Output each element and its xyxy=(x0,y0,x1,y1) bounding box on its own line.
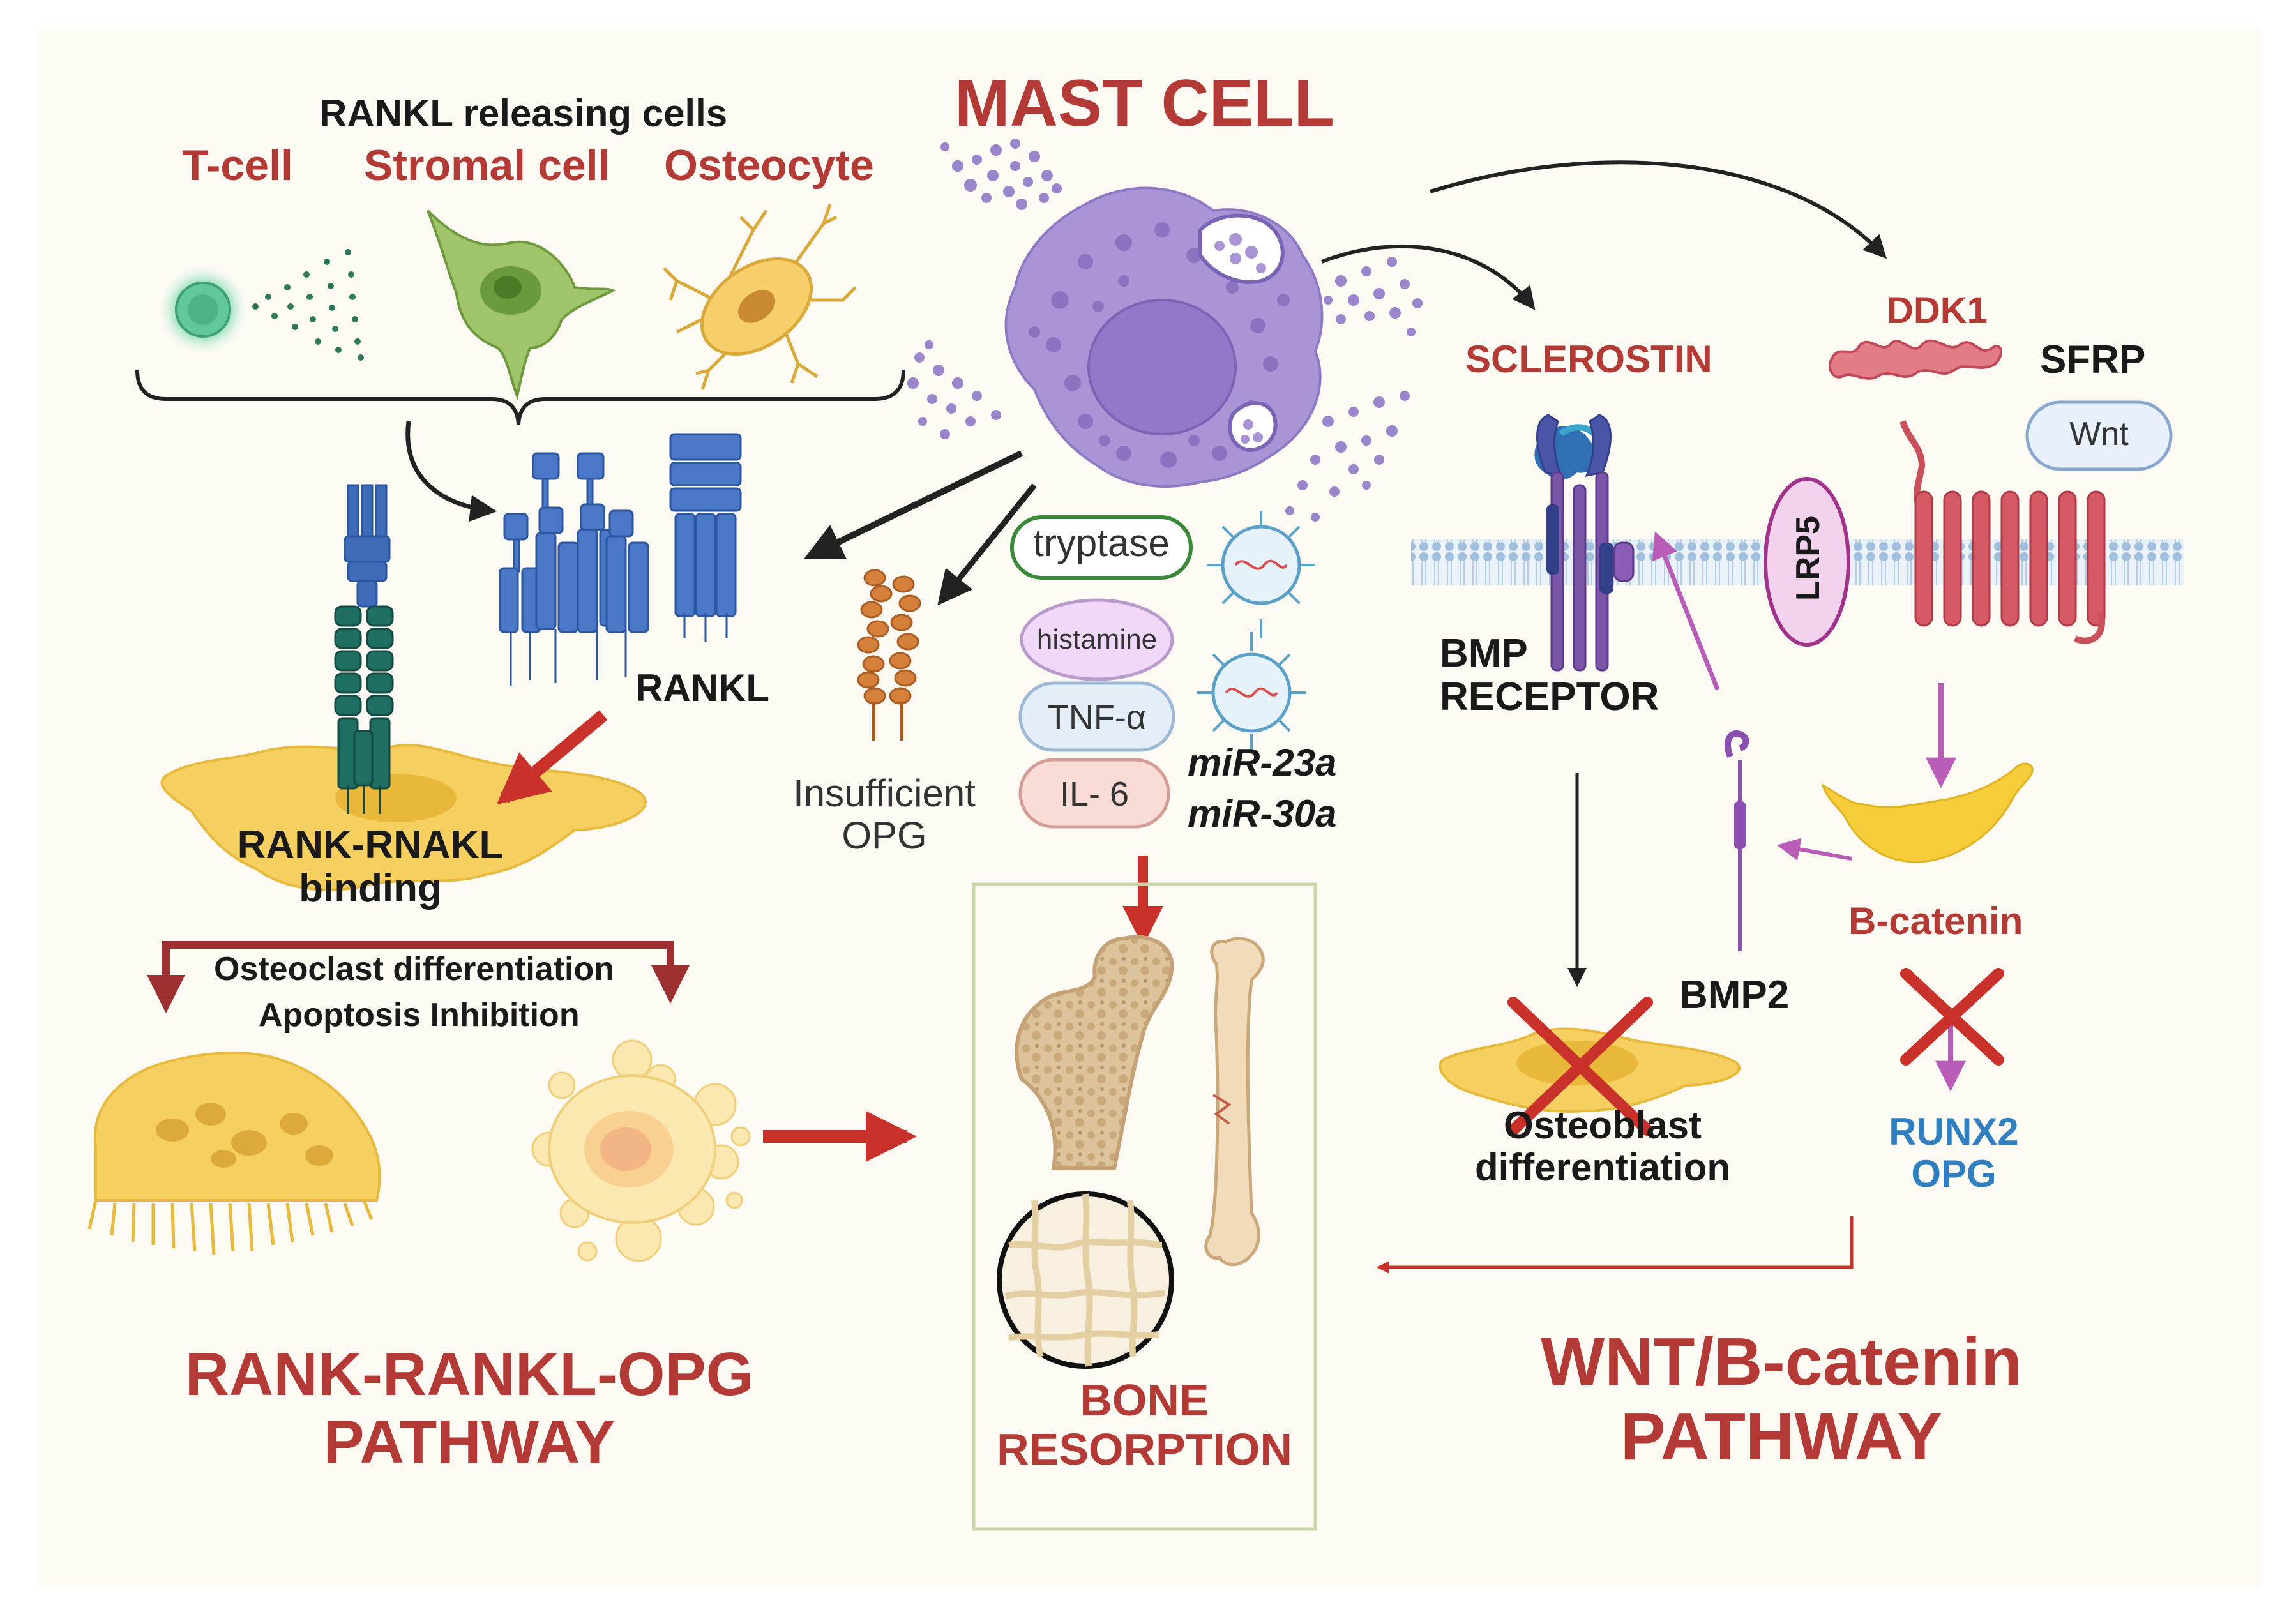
bmp2-molecule xyxy=(1725,730,1749,951)
mast-cell-title: MAST CELL xyxy=(955,66,1335,140)
wnt-pathway-line2: PATHWAY xyxy=(1620,1398,1943,1474)
rank-rankl-binding-line2: binding xyxy=(299,866,442,911)
osteocyte-label: Osteocyte xyxy=(664,141,874,190)
mediator-pills xyxy=(1010,515,1193,829)
lrp5-receptor xyxy=(1764,477,1850,647)
ddk1-molecule xyxy=(1829,339,2002,380)
runx2-opg-label: RUNX2 OPG xyxy=(1868,1111,2040,1195)
insufficient-line1: Insufficient xyxy=(793,772,976,815)
arrow-mast-to-sclerostin xyxy=(1320,245,1536,310)
stromal-cell-illustration xyxy=(427,209,616,400)
rankl-releasing-cells-label: RANKL releasing cells xyxy=(319,92,728,135)
arrow-brace-to-rankl xyxy=(405,421,497,522)
rankl-ligands xyxy=(499,433,742,686)
wnt-pathway-title: WNT/B-catenin PATHWAY xyxy=(1469,1325,2094,1474)
tnf-alpha-label: TNF-α xyxy=(1047,698,1147,737)
wnt-pathway-line1: WNT/B-catenin xyxy=(1541,1324,2022,1399)
mir-23a-label: miR-23a xyxy=(1188,741,1337,784)
arrow-mast-to-ddk1 xyxy=(1430,160,1887,259)
apoptotic-osteoclast-illustration xyxy=(531,1039,751,1262)
femur-head-illustration xyxy=(1015,935,1174,1170)
lrp5-label: LRP5 xyxy=(1790,516,1827,601)
bone-resorption-line2: RESORPTION xyxy=(997,1424,1292,1474)
opg-molecule-illustration xyxy=(857,569,921,741)
osteoblast-line2: differentiation xyxy=(1475,1146,1730,1189)
arrow-rankl-to-binding xyxy=(496,710,608,805)
bmp2-label: BMP2 xyxy=(1679,973,1790,1017)
runx2-label: RUNX2 xyxy=(1889,1110,2019,1153)
osteoblast-block-cross xyxy=(1507,997,1653,1136)
runx2-block-cross xyxy=(1900,968,2004,1066)
t-cell-label: T-cell xyxy=(182,141,293,190)
arrow-mast-to-rankl xyxy=(804,450,1023,560)
rank-receptor xyxy=(334,484,394,814)
ddk1-label: DDK1 xyxy=(1887,290,1988,331)
rank-pathway-line1: RANK-RANKL-OPG xyxy=(185,1340,754,1408)
t-cell-illustration xyxy=(158,265,248,354)
bone-resorption-box xyxy=(972,882,1317,1531)
apoptosis-inhibition-label: Apoptosis Inhibition xyxy=(259,997,580,1034)
stromal-cell-label: Stromal cell xyxy=(364,141,610,190)
tryptase-label: tryptase xyxy=(1033,522,1170,564)
beta-catenin-illustration xyxy=(1821,762,2034,863)
sclerostin-label: SCLEROSTIN xyxy=(1465,338,1712,381)
arrow-mast-to-opg xyxy=(937,483,1037,606)
differentiation-bracket xyxy=(147,941,690,1013)
rankl-label: RANKL xyxy=(635,667,769,709)
bone-resorption-label: BONE RESORPTION xyxy=(974,1376,1315,1474)
bone-resorption-line1: BONE xyxy=(1080,1375,1209,1425)
insufficient-opg-label: Insufficient OPG xyxy=(760,773,1009,857)
mast-cell-illustration xyxy=(1004,186,1324,488)
bmp-receptor-label: BMP RECEPTOR xyxy=(1440,631,1659,720)
trabecular-bone-circle xyxy=(997,1191,1174,1369)
il6-label: IL- 6 xyxy=(1059,775,1129,813)
releasing-cells-brace xyxy=(135,370,905,425)
insufficient-line2: OPG xyxy=(842,814,927,857)
osteoblast-differentiation-label: Osteoblast differentiation xyxy=(1430,1105,1775,1189)
mir-30a-label: miR-30a xyxy=(1188,792,1337,835)
sfrp-label: SFRP xyxy=(2040,338,2146,382)
t-cell-secretion-dots xyxy=(252,249,364,361)
mature-osteoclast-illustration xyxy=(87,1052,381,1255)
arrow-bmp2-to-receptor xyxy=(1652,531,1720,691)
mirna-vesicles xyxy=(1197,511,1315,753)
frizzled-receptor xyxy=(1899,420,2106,644)
long-bone-illustration xyxy=(1204,937,1265,1267)
mast-cell-granules xyxy=(907,139,1423,522)
bmp-receptor-line2: RECEPTOR xyxy=(1440,675,1659,720)
opg-label: OPG xyxy=(1911,1152,1997,1195)
osteocyte-illustration xyxy=(663,204,857,390)
wnt-pill xyxy=(2025,400,2173,471)
b-catenin-label: B-catenin xyxy=(1848,900,2023,942)
arrow-wnt-to-bone xyxy=(1377,1216,1854,1274)
rank-rankl-binding-label: RANK-RNAKL binding xyxy=(220,823,520,911)
osteoclast-differentiation-label: Osteoclast differentiation xyxy=(214,951,614,988)
rank-rankl-binding-line1: RANK-RNAKL xyxy=(237,823,504,867)
rank-pathway-title: RANK-RANKL-OPG PATHWAY xyxy=(134,1341,804,1475)
bmp-receptor-line1: BMP xyxy=(1440,631,1528,675)
histamine-label: histamine xyxy=(1036,624,1158,655)
wnt-label: Wnt xyxy=(2069,416,2129,453)
osteoblast-line1: Osteoblast xyxy=(1503,1104,1702,1147)
arrow-bcatenin-to-bmp2 xyxy=(1776,838,1852,861)
bmp-receptor xyxy=(1536,414,1635,672)
rank-pathway-line2: PATHWAY xyxy=(323,1407,616,1476)
